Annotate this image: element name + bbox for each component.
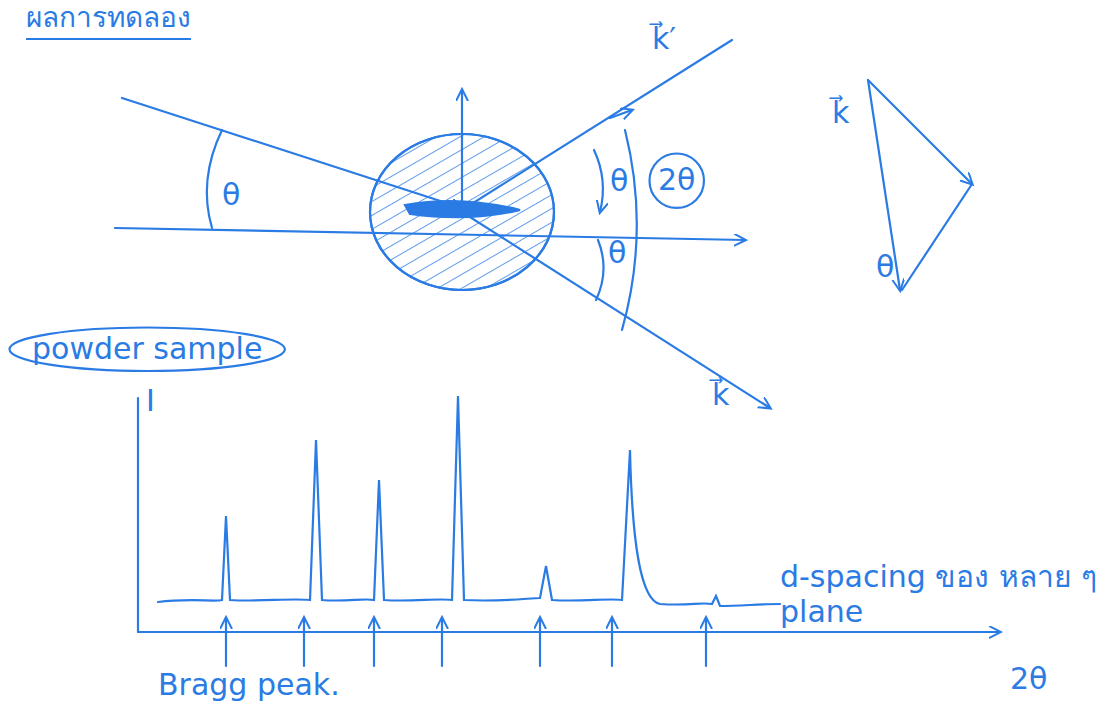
- peak-label: Bragg peak.: [158, 668, 340, 703]
- angle-circle: 2θ: [648, 152, 705, 209]
- vector-label: k⃗: [832, 96, 849, 131]
- axis-label: 2θ: [1010, 662, 1047, 697]
- angle-label: θ: [876, 250, 894, 285]
- note: d-spacing ของ หลาย ๆ plane: [780, 560, 1110, 629]
- page-heading: ผลการทดลอง: [26, 2, 191, 40]
- shape-label: powder sample: [32, 332, 262, 367]
- vector-label: k⃗′: [652, 22, 676, 57]
- angle-label: θ: [610, 164, 628, 199]
- vector-label: k⃗: [712, 378, 729, 413]
- angle-label: θ: [222, 178, 240, 213]
- axis-label: I: [146, 384, 155, 419]
- angle-label: θ: [608, 236, 626, 271]
- sample-ellipse: powder sample: [8, 326, 286, 373]
- shape-label: 2θ: [658, 163, 695, 198]
